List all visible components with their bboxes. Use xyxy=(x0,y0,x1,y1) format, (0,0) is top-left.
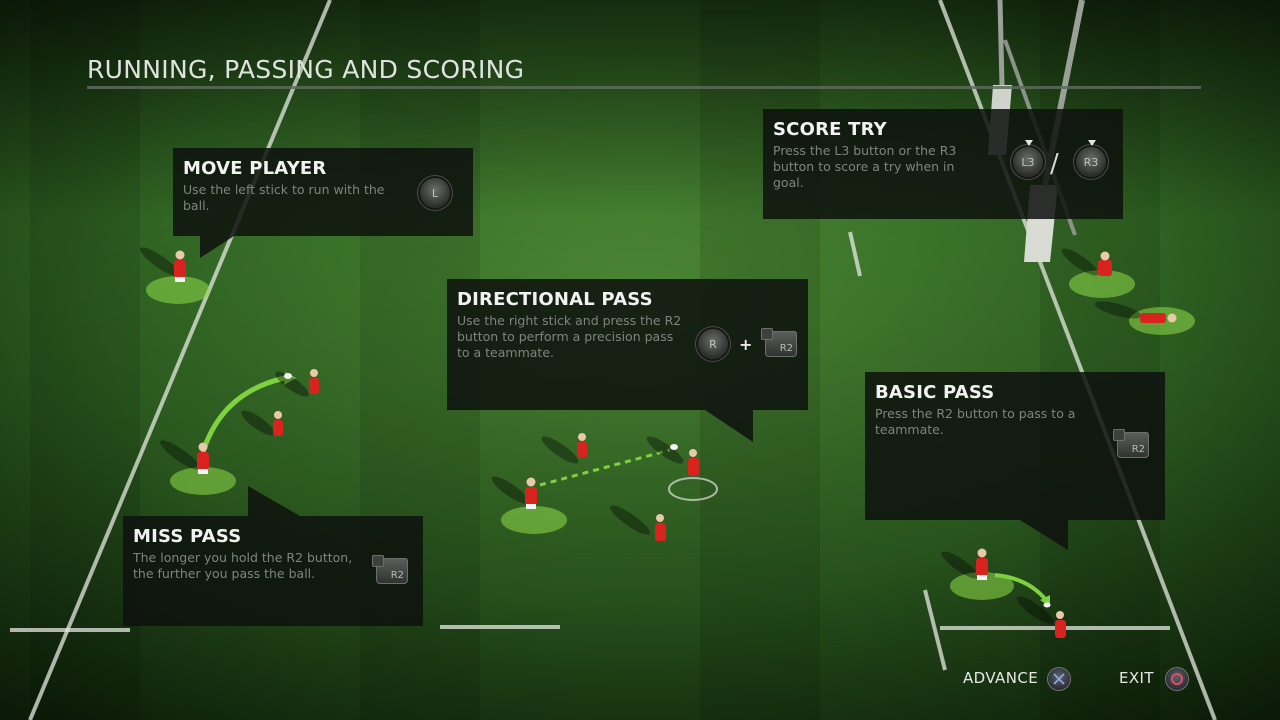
move-player-heading: MOVE PLAYER xyxy=(183,158,327,179)
move-player-callout-tail xyxy=(200,236,234,258)
r2-trigger-icon: R2 xyxy=(1113,429,1149,458)
exit-button[interactable]: EXIT xyxy=(1119,669,1154,687)
r3-button-icon: R3 xyxy=(1076,140,1106,177)
right-stick-label: R xyxy=(709,337,717,351)
players xyxy=(140,247,1177,638)
basic-pass-callout-tail xyxy=(1020,520,1068,550)
score-try-separator: / xyxy=(1050,149,1059,179)
advance-button[interactable]: ADVANCE xyxy=(963,669,1039,687)
move-player-panel: MOVE PLAYER Use the left stick to run wi… xyxy=(173,148,473,236)
score-try-panel: SCORE TRY Press the L3 button or the R3 … xyxy=(763,109,1123,219)
left-stick-icon: L xyxy=(420,178,450,208)
left-stick-label: L xyxy=(431,186,439,200)
score-try-heading: SCORE TRY xyxy=(773,119,887,140)
l3-button-icon: L3 xyxy=(1013,140,1043,177)
basic-pass-description: Press the R2 button to pass to a teammat… xyxy=(875,406,1076,437)
cross-button-icon[interactable] xyxy=(1048,668,1070,690)
pass-trajectories xyxy=(200,372,1050,607)
title-divider xyxy=(87,86,1201,89)
miss-pass-callout-tail xyxy=(248,486,300,516)
r2-trigger-icon: R2 xyxy=(372,555,408,584)
r3-button-label: R3 xyxy=(1083,155,1099,169)
button-combo-plus: + xyxy=(739,335,753,354)
r2-trigger-icon: R2 xyxy=(761,328,797,357)
pitch-lines xyxy=(10,0,1217,720)
score-try-description: Press the L3 button or the R3 button to … xyxy=(773,143,957,190)
l3-button-label: L3 xyxy=(1021,155,1035,169)
move-player-description: Use the left stick to run with the ball. xyxy=(183,182,385,213)
directional-pass-description: Use the right stick and press the R2 but… xyxy=(457,313,682,360)
basic-pass-panel: BASIC PASS Press the R2 button to pass t… xyxy=(865,372,1165,520)
miss-pass-heading: MISS PASS xyxy=(133,526,242,547)
r2-trigger-label: R2 xyxy=(1131,444,1145,455)
r2-trigger-label: R2 xyxy=(390,570,404,581)
page-title: RUNNING, PASSING AND SCORING xyxy=(87,55,525,84)
basic-pass-heading: BASIC PASS xyxy=(875,382,995,403)
circle-button-icon[interactable] xyxy=(1166,668,1188,690)
player-highlights xyxy=(146,270,1195,600)
directional-pass-heading: DIRECTIONAL PASS xyxy=(457,289,653,310)
miss-pass-description: The longer you hold the R2 button, the f… xyxy=(133,550,353,581)
miss-pass-panel: MISS PASS The longer you hold the R2 but… xyxy=(123,516,423,626)
directional-pass-panel: DIRECTIONAL PASS Use the right stick and… xyxy=(447,279,808,410)
right-stick-icon: R xyxy=(698,329,728,359)
directional-pass-callout-tail xyxy=(705,410,753,442)
r2-trigger-label: R2 xyxy=(779,343,793,354)
